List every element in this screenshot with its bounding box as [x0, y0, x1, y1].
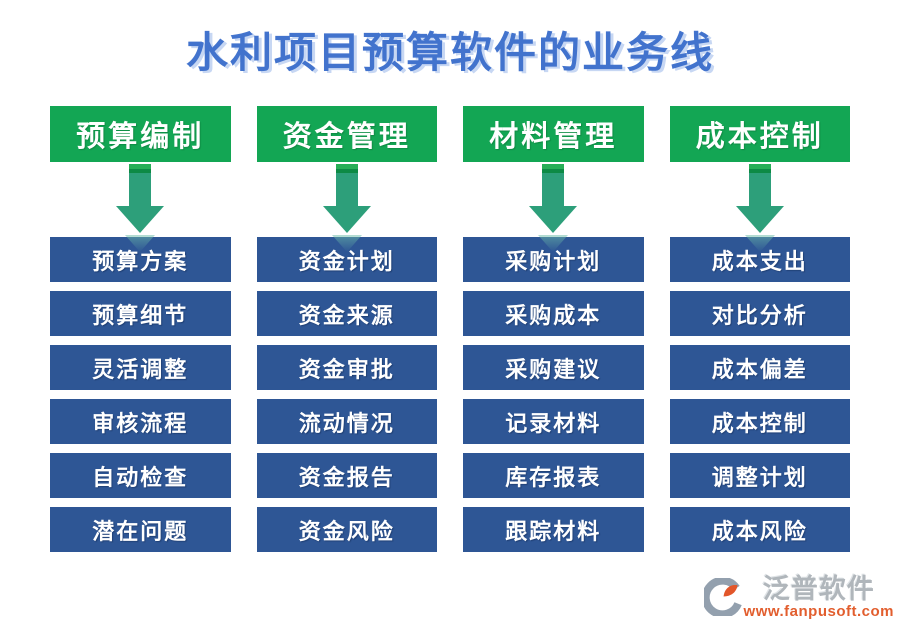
flow-arrow	[257, 162, 438, 252]
arrow-down-icon	[529, 164, 578, 252]
list-item: 成本风险	[669, 507, 850, 552]
list-item: 预算细节	[50, 291, 231, 336]
list-item: 资金审批	[256, 345, 437, 390]
watermark-text: 泛普软件 www.fanpusoft.com	[744, 575, 894, 620]
brand-name: 泛普软件	[762, 574, 875, 604]
column-budget-preparation: 预算编制 预算方案 预算细节 灵活调整 审核流程 自动检查 潜在问题	[50, 106, 231, 552]
column-fund-management: 资金管理 资金计划 资金来源 资金审批 流动情况 资金报告 资金风险	[256, 106, 438, 552]
flow-arrow	[50, 162, 231, 252]
column-header: 资金管理	[256, 106, 437, 162]
arrow-down-icon	[735, 164, 784, 252]
list-item: 跟踪材料	[463, 507, 644, 552]
column-header: 成本控制	[669, 106, 850, 162]
list-item: 资金来源	[256, 291, 437, 336]
arrow-down-icon	[322, 164, 371, 252]
list-item: 自动检查	[50, 453, 231, 498]
list-item: 成本支出	[669, 237, 850, 282]
flow-arrow	[670, 162, 851, 252]
list-item: 审核流程	[50, 399, 231, 444]
list-item: 灵活调整	[50, 345, 231, 390]
list-item: 流动情况	[256, 399, 437, 444]
fanpu-logo-icon	[703, 578, 742, 616]
arrow-down-icon	[116, 164, 165, 252]
list-item: 库存报表	[463, 453, 644, 498]
business-line-diagram: 预算编制 预算方案 预算细节 灵活调整 审核流程 自动检查 潜在问题 资金管理	[0, 106, 900, 552]
column-header: 预算编制	[50, 106, 231, 162]
list-item: 采购建议	[463, 345, 644, 390]
list-item: 调整计划	[669, 453, 850, 498]
list-item: 成本控制	[669, 399, 850, 444]
list-item: 资金风险	[256, 507, 437, 552]
flow-arrow	[463, 162, 644, 252]
list-item: 对比分析	[669, 291, 850, 336]
column-header: 材料管理	[463, 106, 644, 162]
list-item: 记录材料	[463, 399, 644, 444]
list-item: 资金报告	[256, 453, 437, 498]
list-item: 资金计划	[256, 237, 437, 282]
brand-url: www.fanpusoft.com	[743, 603, 894, 620]
list-item: 成本偏差	[669, 345, 850, 390]
column-cost-control: 成本控制 成本支出 对比分析 成本偏差 成本控制 调整计划 成本风险	[669, 106, 851, 552]
list-item: 潜在问题	[50, 507, 231, 552]
page-title: 水利项目预算软件的业务线	[185, 31, 714, 77]
list-item: 采购成本	[463, 291, 644, 336]
column-material-management: 材料管理 采购计划 采购成本 采购建议 记录材料 库存报表 跟踪材料	[463, 106, 644, 552]
watermark: 泛普软件 www.fanpusoft.com	[703, 575, 894, 620]
